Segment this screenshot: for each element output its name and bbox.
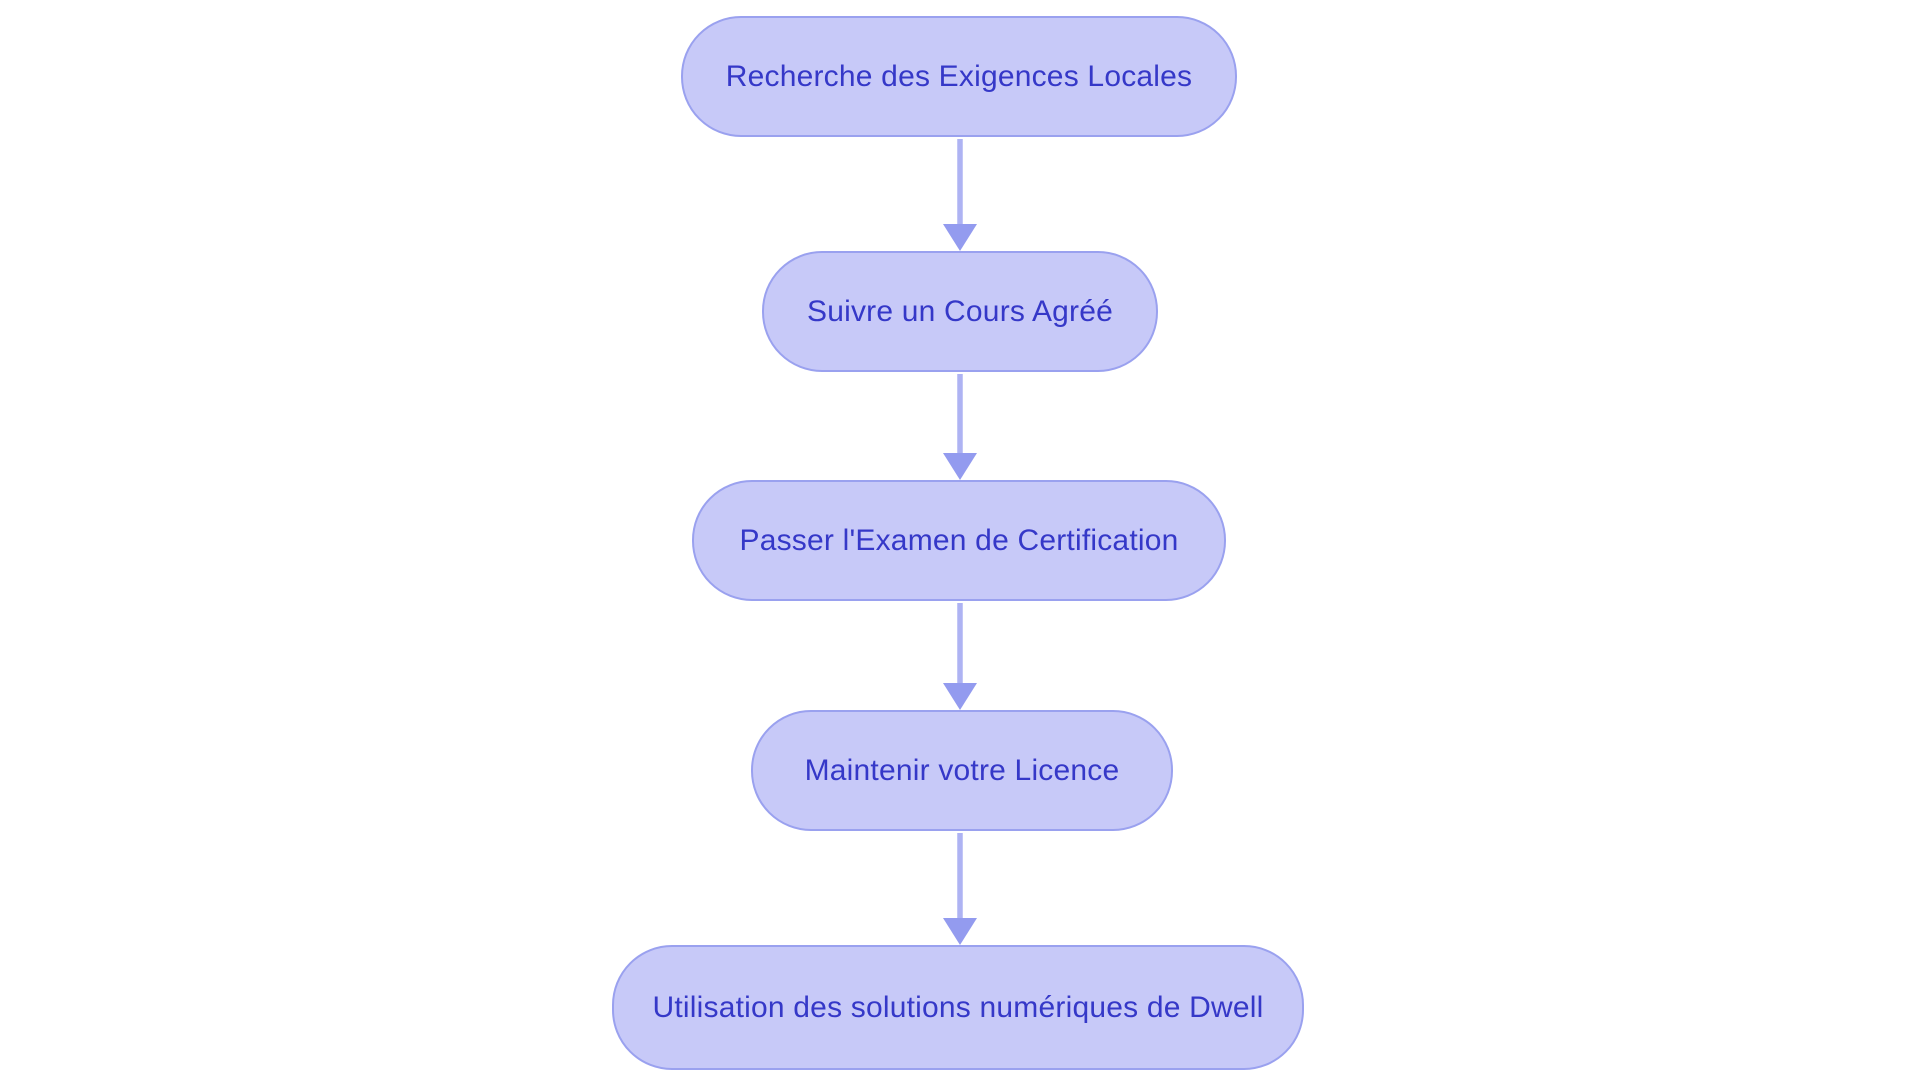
- flow-node-label: Maintenir votre Licence: [804, 753, 1120, 787]
- flow-node-label: Passer l'Examen de Certification: [739, 523, 1179, 557]
- flow-node-examen-certification: Passer l'Examen de Certification: [692, 480, 1226, 601]
- arrow-down-connector-2: [943, 374, 977, 480]
- flow-node-maintenir-licence: Maintenir votre Licence: [751, 710, 1173, 831]
- arrow-down-connector-3: [943, 603, 977, 710]
- flow-node-label: Suivre un Cours Agréé: [806, 294, 1114, 328]
- arrow-down-connector-4: [943, 833, 977, 945]
- flow-node-label: Recherche des Exigences Locales: [725, 59, 1193, 93]
- flow-node-solutions-dwell: Utilisation des solutions numériques de …: [612, 945, 1304, 1070]
- flow-node-recherche-exigences: Recherche des Exigences Locales: [681, 16, 1237, 137]
- arrow-down-connector-1: [943, 139, 977, 251]
- flow-node-label: Utilisation des solutions numériques de …: [652, 990, 1264, 1024]
- flow-node-cours-agree: Suivre un Cours Agréé: [762, 251, 1158, 372]
